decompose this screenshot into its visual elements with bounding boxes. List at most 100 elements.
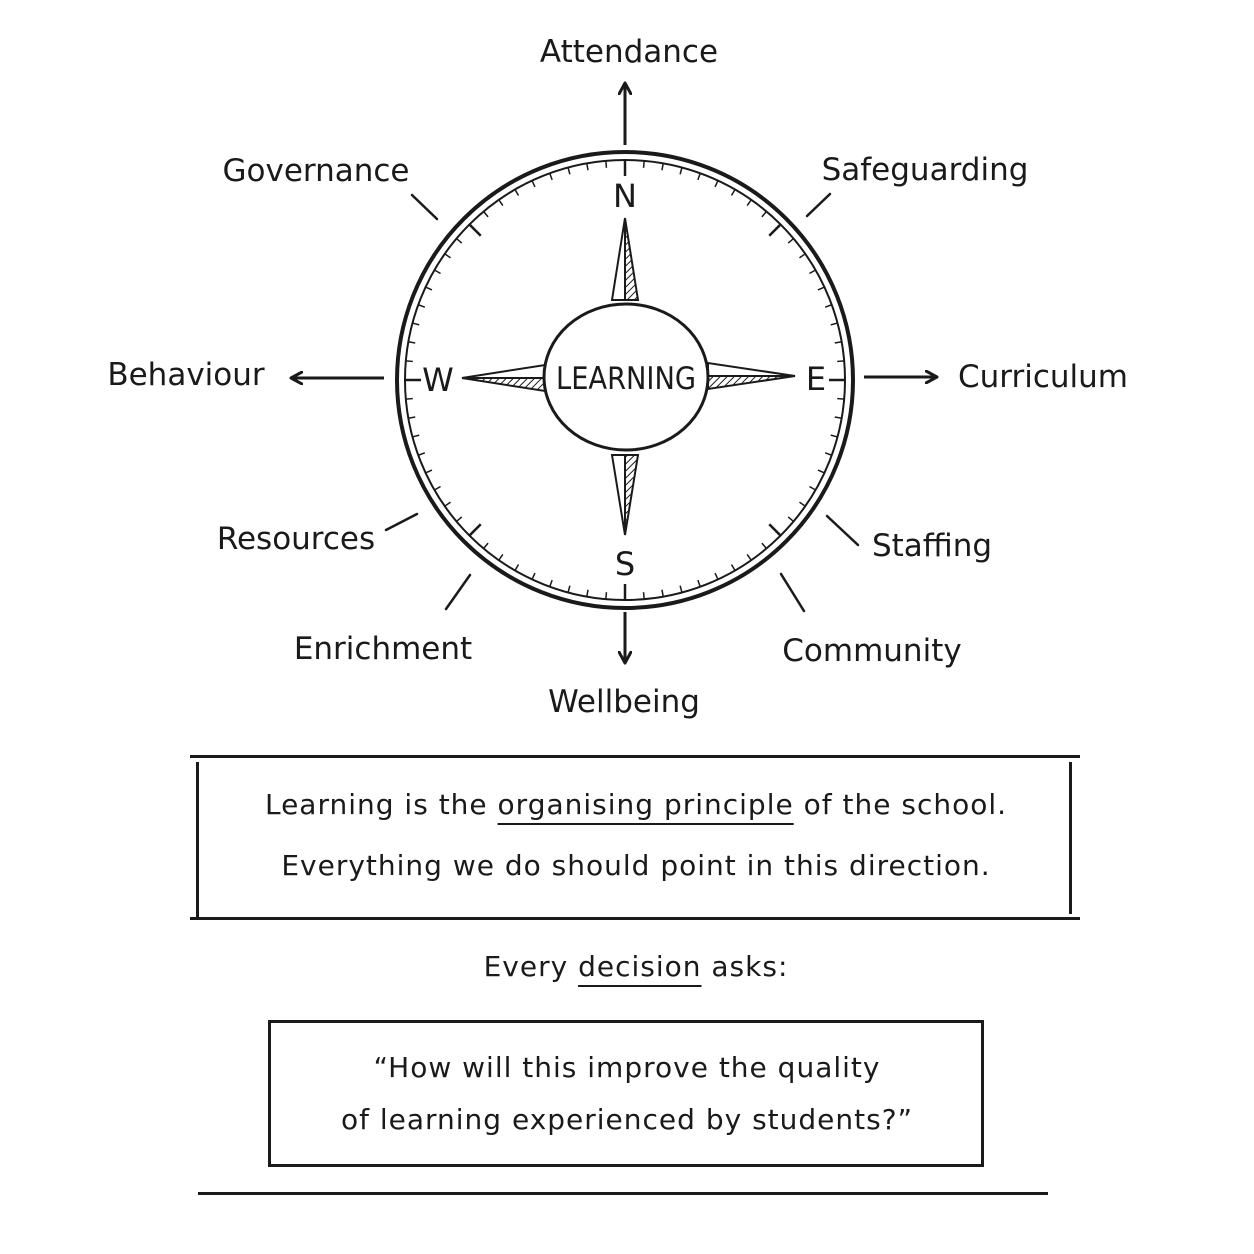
compass-tick [837, 360, 845, 363]
compass-tick [418, 452, 426, 456]
statement-line-1-end: of the school. [793, 788, 1008, 821]
quote-box [268, 1020, 984, 1167]
leader-enrichment [444, 573, 472, 611]
prompt-emphasis: decision [578, 950, 702, 983]
label-resources: Resources [217, 521, 375, 557]
center-ellipse [542, 302, 710, 452]
cardinal-north: N [613, 177, 637, 215]
compass-tick [468, 223, 482, 237]
compass-tick [787, 238, 795, 244]
compass-tick [434, 269, 441, 275]
compass-tick [761, 542, 767, 550]
compass-outer-ring [395, 150, 855, 610]
compass-tick [679, 167, 683, 175]
compass-tick [642, 160, 645, 168]
compass-tick [661, 589, 664, 597]
compass-tick [531, 180, 536, 188]
bottom-rule [198, 1192, 1048, 1195]
quote-line-1: “How will this improve the quality [373, 1051, 881, 1084]
compass-tick [408, 416, 416, 419]
compass-tick [697, 173, 701, 181]
label-safeguarding: Safeguarding [822, 152, 1029, 188]
north-point-shade [624, 217, 640, 301]
compass-tick [768, 223, 782, 237]
compass-tick [412, 434, 420, 438]
compass-tick [799, 501, 806, 507]
compass-tick [498, 554, 504, 561]
compass-tick [830, 434, 838, 438]
compass-tick [549, 579, 553, 587]
compass-diagram: LEARNING N S E W Attendance Wellbeing Be… [107, 34, 1128, 720]
compass-tick [586, 163, 589, 171]
compass-tick [567, 585, 571, 593]
compass-tick [405, 360, 413, 363]
cardinal-west: W [422, 361, 454, 399]
compass-tick [425, 469, 433, 474]
south-point-shade [624, 454, 640, 536]
label-wellbeing: Wellbeing [548, 684, 700, 720]
compass-tick [661, 163, 664, 171]
compass-tick [761, 210, 767, 218]
compass-tick [830, 322, 838, 326]
compass-tick [642, 592, 645, 600]
compass-tick [679, 585, 683, 593]
compass-tick [455, 238, 463, 244]
statement-top-rule [190, 755, 1080, 758]
compass-tick [405, 397, 413, 400]
statement-line-2: Everything we do should point in this di… [281, 849, 991, 882]
decision-prompt: Every decision asks: [200, 950, 1072, 983]
leader-safeguarding [805, 192, 832, 218]
compass-tick [834, 416, 842, 419]
cardinal-south: S [615, 545, 635, 583]
compass-tick [567, 167, 571, 175]
compass-tick [809, 485, 816, 491]
leader-governance [410, 193, 439, 221]
compass-tick [605, 160, 608, 168]
compass-tick [586, 589, 589, 597]
compass-tick [444, 253, 451, 259]
statement-line-1: Learning is the organising principle of … [200, 788, 1072, 821]
compass-tick [444, 501, 451, 507]
leader-community [779, 572, 806, 613]
compass-tick [714, 180, 719, 188]
compass-tick [714, 572, 719, 580]
leader-staffing [825, 514, 860, 547]
compass-tick [483, 542, 489, 550]
west-point [461, 363, 546, 379]
east-point-shade [707, 375, 796, 391]
compass-tick [697, 579, 701, 587]
east-point [707, 361, 796, 377]
compass-tick [514, 189, 520, 196]
compass-rose [461, 217, 796, 536]
label-behaviour: Behaviour [107, 357, 265, 393]
cardinal-east: E [806, 360, 826, 398]
label-staffing: Staffing [872, 528, 992, 564]
compass-tick [799, 253, 806, 259]
compass-tick [514, 564, 520, 571]
quote-line-2: of learning experienced by students?” [340, 1103, 914, 1136]
label-community: Community [782, 633, 961, 669]
statement-bottom-rule [190, 917, 1080, 920]
prompt-start: Every [483, 950, 579, 983]
compass-tick [412, 322, 420, 326]
compass-tick [549, 173, 553, 181]
leader-resources [384, 512, 419, 532]
west-point-shade [461, 377, 546, 393]
compass-tick [425, 286, 433, 291]
north-point [610, 217, 626, 301]
compass-tick [824, 304, 832, 308]
label-attendance: Attendance [540, 34, 718, 70]
compass-tick [730, 564, 736, 571]
compass-tick [434, 485, 441, 491]
compass-tick [746, 199, 752, 206]
compass-tick [824, 452, 832, 456]
compass-tick [787, 516, 795, 522]
compass-tick [809, 269, 816, 275]
statement-line-1-start: Learning is the [264, 788, 498, 821]
compass-tick [455, 516, 463, 522]
statement-right-edge [1069, 762, 1072, 914]
compass-tick [768, 523, 782, 537]
compass-tick-marks [405, 160, 845, 600]
compass-tick [817, 286, 825, 291]
